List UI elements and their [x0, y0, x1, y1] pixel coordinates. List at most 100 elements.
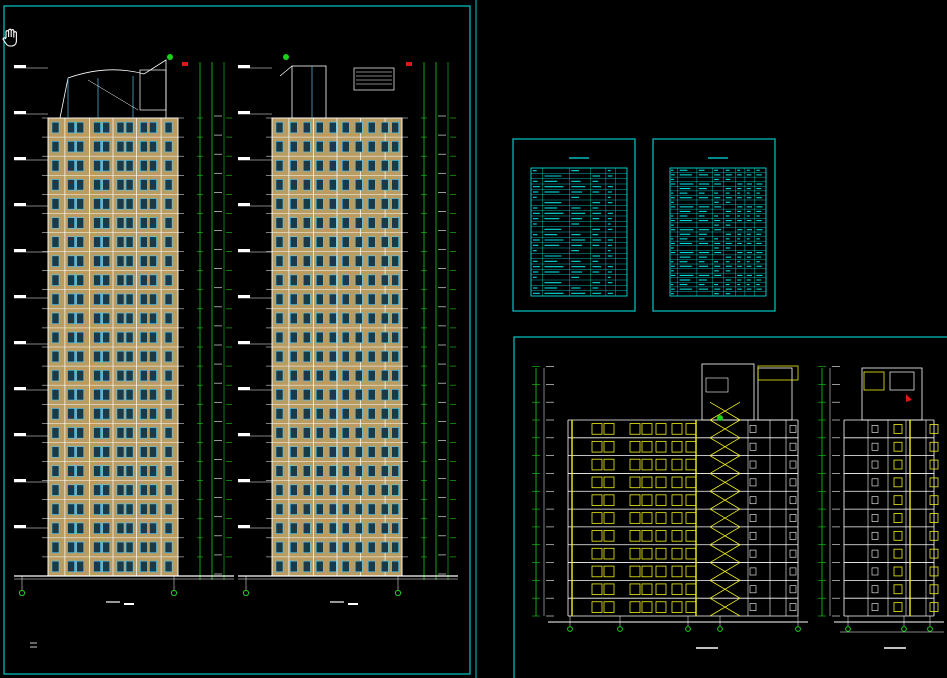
section-window — [655, 583, 667, 596]
window — [328, 179, 337, 191]
window — [302, 179, 311, 191]
window — [289, 255, 298, 267]
window — [67, 560, 76, 573]
window — [51, 160, 60, 172]
window — [125, 179, 134, 191]
window — [164, 503, 173, 515]
section-window — [893, 530, 903, 541]
window — [341, 293, 350, 305]
window — [125, 503, 134, 515]
window — [289, 331, 298, 344]
level-tag — [14, 295, 26, 298]
window — [93, 503, 102, 515]
window — [367, 503, 376, 515]
level-tag — [14, 203, 26, 206]
section-window — [641, 583, 653, 596]
window — [275, 522, 284, 534]
window — [328, 198, 337, 210]
window — [164, 140, 173, 153]
window — [164, 160, 173, 172]
window — [391, 331, 400, 344]
window — [125, 236, 134, 248]
window — [125, 255, 134, 267]
window — [328, 503, 337, 515]
door-mark — [871, 567, 879, 576]
window — [328, 312, 337, 325]
axis-bubble — [170, 589, 178, 597]
window — [302, 274, 311, 286]
section-window — [603, 423, 615, 435]
window — [354, 369, 363, 382]
window — [51, 389, 60, 401]
marker-red — [906, 394, 912, 402]
window — [76, 484, 85, 496]
window — [139, 255, 148, 267]
window — [380, 350, 389, 363]
window — [93, 331, 102, 344]
window — [380, 331, 389, 344]
window — [116, 236, 125, 248]
window — [102, 140, 111, 153]
door-mark — [871, 442, 879, 451]
door-mark — [789, 585, 797, 594]
window — [328, 427, 337, 439]
window — [102, 160, 111, 172]
window — [102, 427, 111, 439]
window — [341, 179, 350, 191]
window — [149, 217, 157, 229]
window — [391, 560, 400, 573]
window — [302, 408, 311, 420]
window — [367, 465, 376, 477]
door-mark — [871, 425, 879, 433]
window — [51, 408, 60, 420]
window — [302, 465, 311, 477]
window — [51, 484, 60, 496]
section-window — [629, 476, 641, 489]
section-window — [893, 424, 903, 434]
window — [67, 503, 76, 515]
window — [391, 446, 400, 458]
roof-canopy — [59, 59, 167, 119]
window — [102, 274, 111, 286]
window — [125, 121, 134, 134]
roof-structure — [279, 54, 395, 119]
window — [93, 560, 102, 573]
window — [315, 503, 324, 515]
window — [328, 522, 337, 534]
window — [315, 236, 324, 248]
section-window — [655, 512, 667, 524]
sheet-note-mark — [30, 642, 37, 648]
window — [164, 217, 173, 229]
level-tag — [238, 157, 250, 160]
window — [341, 274, 350, 286]
window — [367, 140, 376, 153]
window — [67, 160, 76, 172]
window — [275, 389, 284, 401]
window — [354, 560, 363, 573]
section-window — [641, 476, 653, 489]
window — [289, 408, 298, 420]
window — [125, 560, 134, 573]
window — [76, 503, 85, 515]
window — [116, 389, 125, 401]
window — [164, 274, 173, 286]
window — [125, 274, 134, 286]
section-window — [603, 494, 615, 506]
window — [102, 446, 111, 458]
window — [315, 369, 324, 382]
window — [315, 541, 324, 554]
window — [149, 179, 157, 191]
window — [275, 293, 284, 305]
pan-hand-icon[interactable] — [2, 28, 17, 47]
window — [341, 484, 350, 496]
window — [164, 465, 173, 477]
window — [164, 427, 173, 439]
window — [275, 560, 284, 573]
window — [275, 255, 284, 267]
section-window — [929, 441, 939, 452]
window — [149, 369, 157, 382]
stair-flight — [709, 562, 741, 581]
window — [380, 427, 389, 439]
window — [315, 293, 324, 305]
